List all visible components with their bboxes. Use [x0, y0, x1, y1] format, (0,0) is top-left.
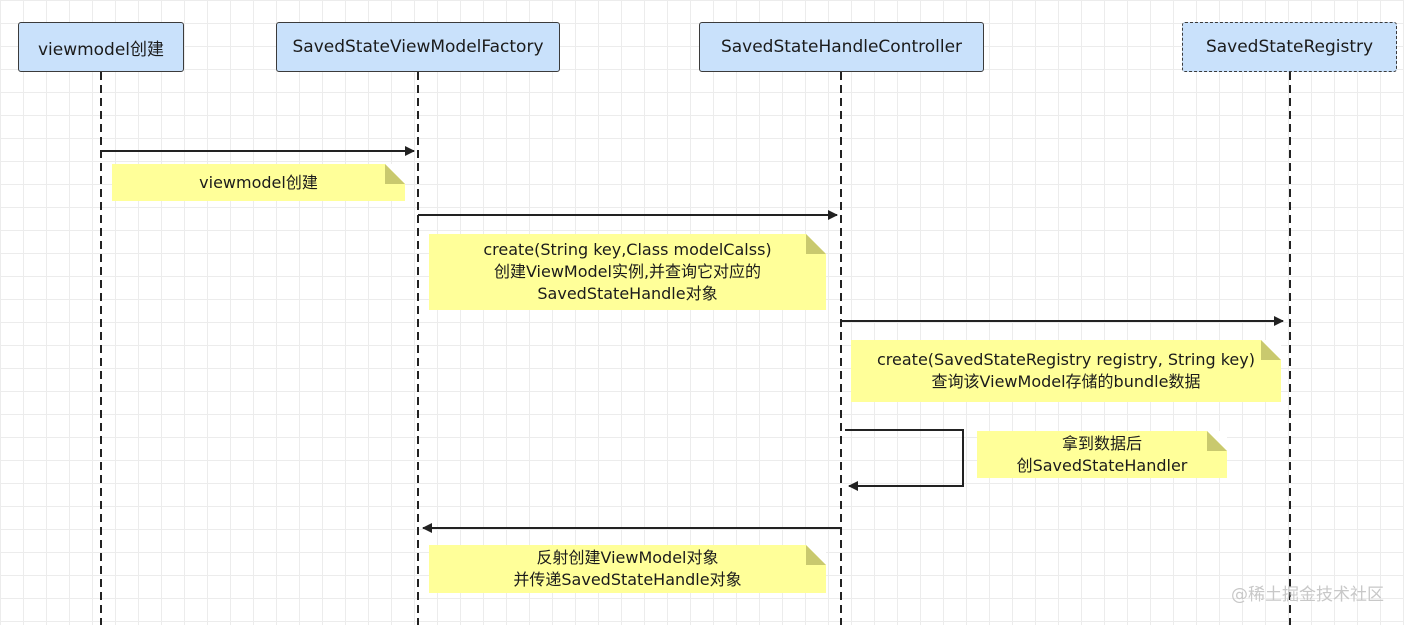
participant-factory-label: SavedStateViewModelFactory: [292, 37, 544, 57]
note-1-line-1: viewmodel创建: [199, 172, 318, 192]
note-2-fold: [806, 234, 826, 254]
note-3-line-1: create(SavedStateRegistry registry, Stri…: [877, 350, 1255, 369]
note-2: create(String key,Class modelCalss) 创建Vi…: [429, 234, 826, 310]
note-3-fold: [1261, 340, 1281, 360]
note-5-fold: [806, 545, 826, 565]
participant-factory: SavedStateViewModelFactory: [276, 22, 560, 72]
participant-registry: SavedStateRegistry: [1182, 22, 1397, 72]
watermark: @稀土掘金技术社区: [1231, 585, 1384, 605]
note-3: create(SavedStateRegistry registry, Stri…: [851, 340, 1281, 402]
message-arrow-4-self: [845, 429, 964, 491]
note-1: viewmodel创建: [112, 164, 405, 201]
participant-controller-label: SavedStateHandleController: [720, 37, 963, 57]
note-5: 反射创建ViewModel对象 并传递SavedStateHandle对象: [429, 545, 826, 593]
note-1-fold: [385, 164, 405, 184]
participant-viewmodel: viewmodel创建: [18, 22, 184, 72]
participant-controller: SavedStateHandleController: [699, 22, 984, 72]
note-3-line-2: 查询该ViewModel存储的bundle数据: [931, 372, 1201, 391]
note-2-line-1: create(String key,Class modelCalss): [483, 240, 772, 259]
note-4: 拿到数据后 创SavedStateHandler: [977, 431, 1227, 478]
participant-viewmodel-label: viewmodel创建: [37, 39, 165, 60]
note-2-line-3: SavedStateHandle对象: [537, 284, 718, 303]
participant-registry-label: SavedStateRegistry: [1205, 37, 1374, 57]
note-4-line-2: 创SavedStateHandler: [1016, 455, 1188, 475]
note-5-line-1: 反射创建ViewModel对象: [536, 548, 719, 567]
note-2-line-2: 创建ViewModel实例,并查询它对应的: [493, 262, 762, 281]
note-5-line-2: 并传递SavedStateHandle对象: [513, 570, 742, 589]
note-4-line-1: 拿到数据后: [1061, 433, 1142, 453]
note-4-fold: [1207, 431, 1227, 451]
